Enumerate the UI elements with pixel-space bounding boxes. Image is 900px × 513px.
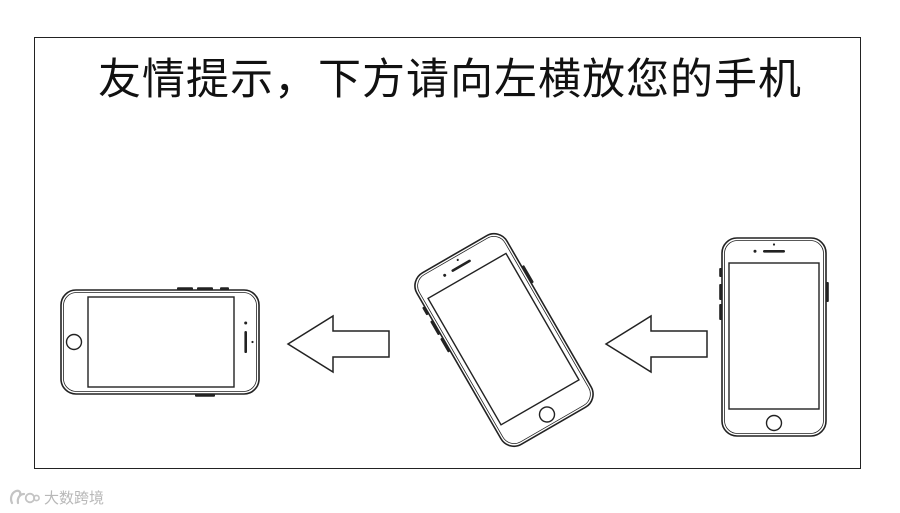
watermark-text: 大数跨境 (44, 488, 105, 507)
page-title: 友情提示，下方请向左横放您的手机 (98, 55, 802, 105)
watermark: 大数跨境 (8, 486, 104, 508)
phone-landscape (60, 286, 260, 398)
phone-upright (718, 237, 830, 437)
phone-tilted (406, 226, 602, 454)
arrow-left-icon (604, 314, 708, 374)
arrow-left-icon (286, 314, 390, 374)
brand-logo-icon (9, 489, 40, 505)
